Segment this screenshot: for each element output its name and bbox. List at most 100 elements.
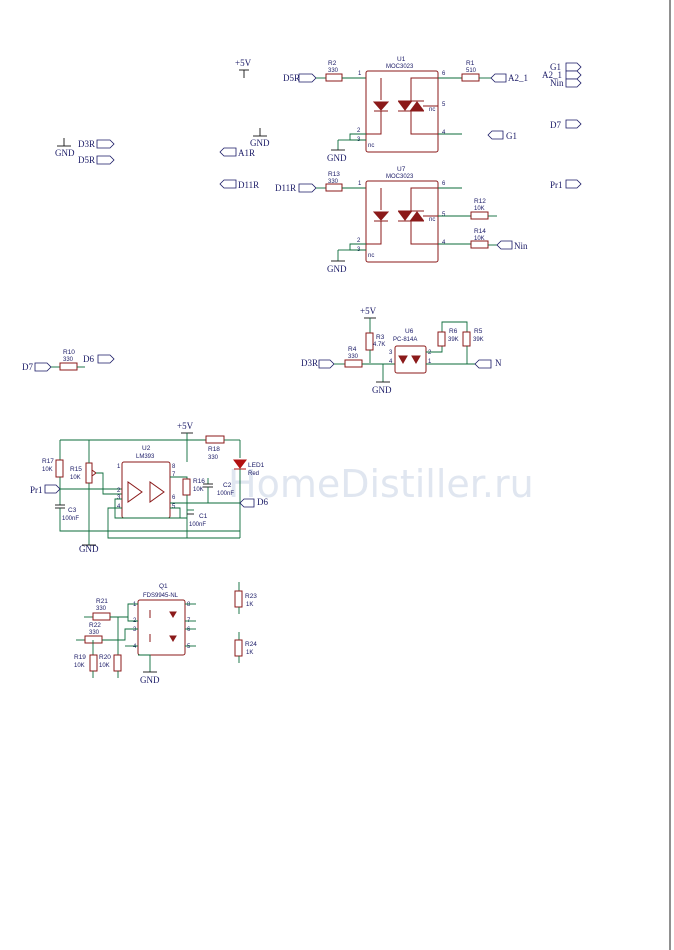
svg-text:D6: D6	[83, 354, 94, 364]
q1-fds9945-block: Q1 FDS9945-NL 1 2 3 4 8 7 6 5 R21 330 R2…	[74, 583, 196, 685]
svg-text:2: 2	[117, 488, 121, 494]
svg-text:D5R: D5R	[78, 155, 95, 165]
svg-text:1: 1	[133, 602, 137, 608]
svg-text:3: 3	[117, 495, 121, 501]
r24-resistor	[234, 639, 243, 657]
r5-resistor	[462, 331, 471, 347]
port-d6-r10[interactable]	[97, 354, 115, 364]
svg-text:8: 8	[187, 602, 191, 608]
svg-text:FDS9945-NL: FDS9945-NL	[143, 593, 179, 599]
svg-text:R12: R12	[474, 198, 486, 205]
svg-text:1K: 1K	[246, 650, 253, 656]
svg-text:100nF: 100nF	[62, 516, 79, 522]
svg-text:R24: R24	[245, 641, 257, 648]
port-nin-u7[interactable]: Nin	[496, 240, 528, 251]
port-d11r-left[interactable]: D11R	[219, 179, 259, 190]
svg-text:39K: 39K	[448, 337, 459, 343]
svg-text:5: 5	[172, 504, 176, 510]
svg-text:6: 6	[442, 181, 446, 187]
port-pr1-right[interactable]: Pr1	[550, 179, 582, 190]
vcc-symbol-top: +5V	[235, 58, 252, 78]
svg-text:Pr1: Pr1	[30, 485, 43, 495]
svg-text:10K: 10K	[74, 663, 85, 669]
svg-text:GND: GND	[250, 138, 270, 148]
r6-resistor	[437, 331, 446, 347]
svg-text:A1R: A1R	[238, 148, 255, 158]
port-nin-right[interactable]: Nin	[550, 78, 582, 88]
r12-resistor	[470, 211, 489, 220]
port-g1-right-top[interactable]: G1	[550, 62, 582, 72]
svg-text:D11R: D11R	[275, 183, 296, 193]
svg-text:R23: R23	[245, 593, 257, 600]
port-a2-1-right[interactable]: A2_1	[542, 70, 582, 80]
svg-text:3: 3	[133, 627, 137, 633]
port-a2-1-u1[interactable]: A2_1	[490, 73, 528, 83]
port-d11r-u7[interactable]: D11R	[275, 183, 317, 193]
svg-text:R10: R10	[63, 349, 75, 356]
svg-text:39K: 39K	[473, 337, 484, 343]
r20-resistor	[113, 654, 122, 672]
svg-text:C3: C3	[68, 507, 77, 514]
svg-text:G1: G1	[506, 131, 517, 141]
r14-resistor	[470, 240, 489, 249]
r10-d7-d6-block: D7 R10 330 D6	[22, 349, 115, 372]
svg-text:D3R: D3R	[78, 139, 95, 149]
port-a1r-left[interactable]: A1R	[219, 147, 255, 158]
svg-text:330: 330	[89, 630, 100, 636]
u7-moc3023-block: D11R R13 330 1 U7 MOC3023 nc nc 2 3 6 5 …	[275, 166, 528, 274]
svg-text:+5V: +5V	[177, 421, 194, 431]
svg-text:4: 4	[133, 644, 137, 650]
svg-text:R2: R2	[328, 60, 337, 67]
svg-text:nc: nc	[368, 143, 374, 149]
svg-text:R19: R19	[74, 654, 86, 661]
svg-text:D3R: D3R	[301, 358, 318, 368]
led1-diode	[233, 459, 247, 469]
svg-text:R14: R14	[474, 228, 486, 235]
svg-text:3: 3	[389, 350, 393, 356]
svg-text:D5R: D5R	[283, 73, 300, 83]
port-d5r-left[interactable]: D5R	[78, 155, 115, 165]
svg-text:330: 330	[348, 354, 359, 360]
svg-text:R3: R3	[376, 334, 385, 341]
r10-resistor	[59, 362, 78, 371]
svg-text:4: 4	[442, 130, 446, 136]
svg-text:A2_1: A2_1	[508, 73, 528, 83]
svg-text:nc: nc	[368, 253, 374, 259]
port-n-u6[interactable]: N	[474, 358, 502, 369]
r21-resistor	[92, 612, 111, 621]
svg-text:2: 2	[357, 128, 361, 134]
port-d3r-left[interactable]: D3R	[78, 139, 115, 149]
svg-text:R1: R1	[466, 60, 475, 67]
svg-text:10K: 10K	[70, 475, 81, 481]
svg-text:8: 8	[172, 464, 176, 470]
port-d7-r10[interactable]: D7	[22, 362, 52, 372]
svg-text:4: 4	[389, 359, 393, 365]
svg-text:510: 510	[466, 68, 477, 74]
watermark-text: HomeDistiller.ru	[228, 462, 534, 506]
r3-resistor	[365, 332, 374, 351]
port-d6-u2[interactable]: D6	[239, 497, 268, 508]
u1-body	[365, 70, 439, 153]
u2-lm393-block: +5V R18 330 LED1 Red R17 10K R15 10K Pr1…	[30, 421, 268, 554]
port-d3r-u6[interactable]: D3R	[301, 358, 335, 369]
svg-text:C2: C2	[223, 482, 232, 489]
svg-text:R20: R20	[99, 654, 111, 661]
svg-text:R17: R17	[42, 458, 54, 465]
svg-text:GND: GND	[55, 148, 75, 158]
u7-led-diode	[372, 211, 390, 221]
svg-text:1K: 1K	[246, 602, 253, 608]
r2-resistor	[325, 73, 343, 82]
port-d7-right[interactable]: D7	[550, 119, 582, 130]
svg-text:MOC3023: MOC3023	[386, 174, 414, 180]
q1-body	[137, 599, 186, 656]
port-d5r-u1[interactable]: D5R	[283, 73, 317, 83]
port-g1-u1[interactable]: G1	[487, 130, 517, 141]
svg-text:6: 6	[172, 495, 176, 501]
gnd-symbol-top-left: GND	[55, 138, 75, 158]
svg-text:A2_1: A2_1	[542, 70, 562, 80]
svg-text:4: 4	[117, 504, 121, 510]
svg-text:4.7K: 4.7K	[373, 342, 385, 348]
svg-text:GND: GND	[372, 385, 392, 395]
svg-text:Nin: Nin	[514, 241, 528, 251]
port-pr1-u2[interactable]: Pr1	[30, 484, 61, 495]
